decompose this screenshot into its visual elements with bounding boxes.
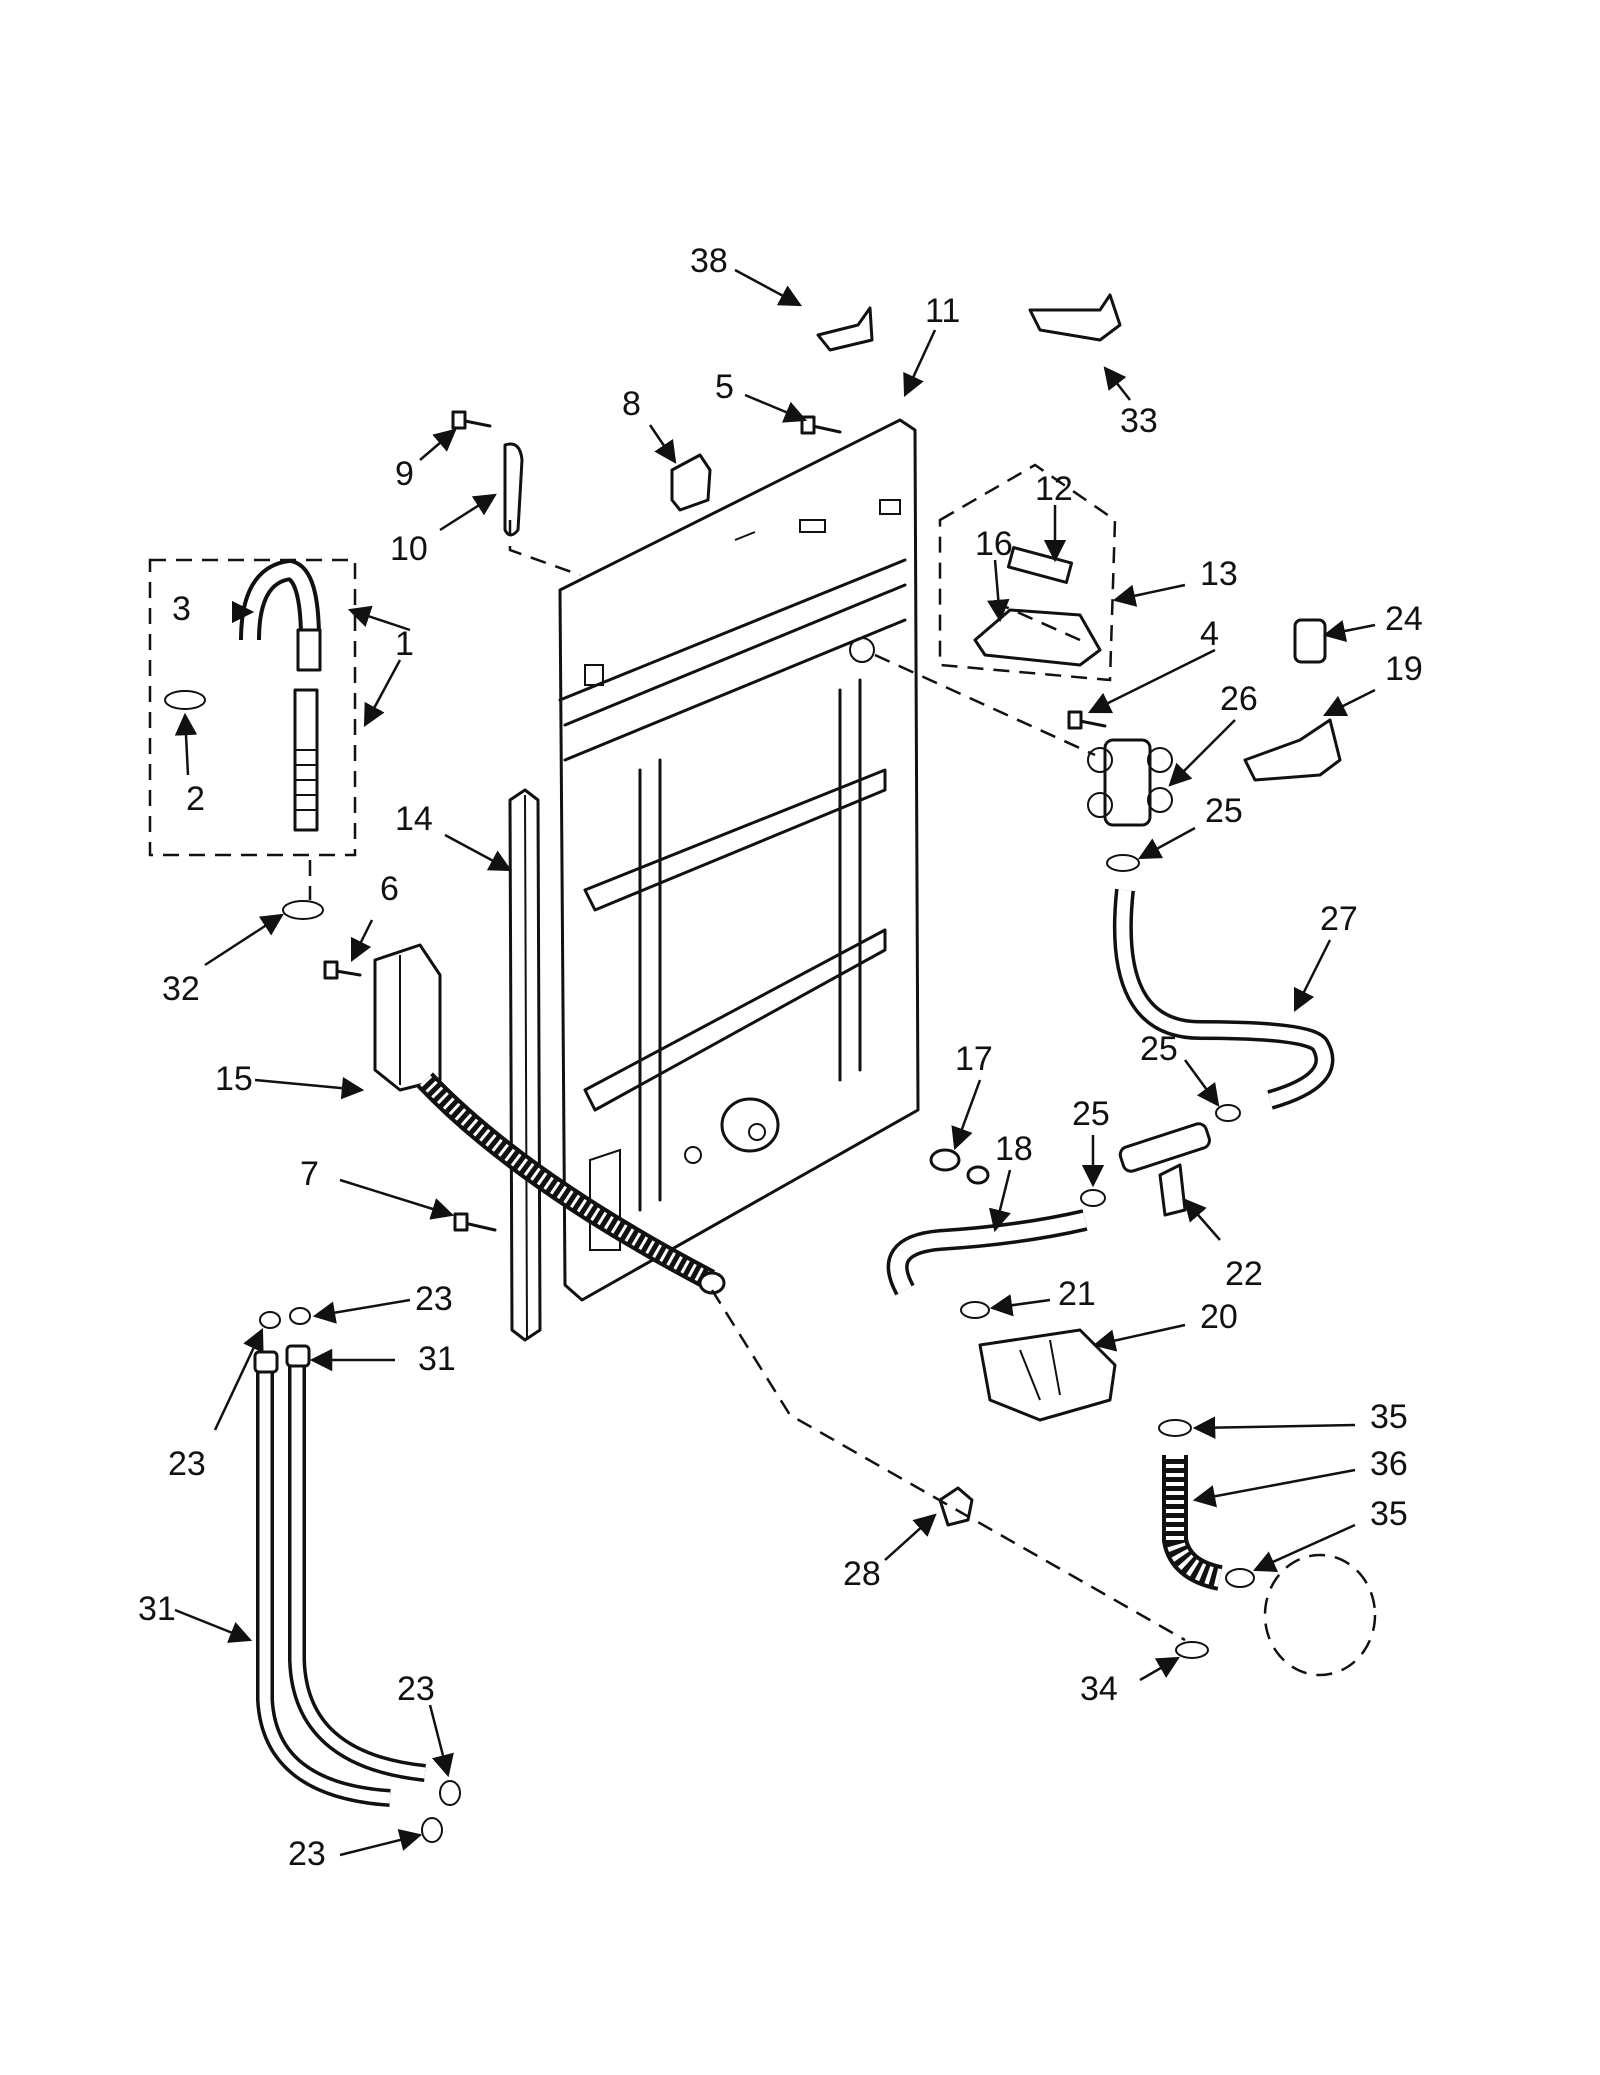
callout-12: 12 [1035,470,1073,508]
callout-14: 14 [395,800,433,838]
air-dome [978,1328,1117,1422]
callout-1: 1 [395,625,414,663]
callout-31: 31 [418,1340,456,1378]
callout-33: 33 [1120,402,1158,440]
callout-32: 32 [162,970,200,1008]
callout-23: 23 [168,1445,206,1483]
rear-panel [558,418,920,1302]
callout-26: 26 [1220,680,1258,718]
callout-35: 35 [1370,1495,1408,1533]
callout-18: 18 [995,1130,1033,1168]
callout-11: 11 [925,292,960,330]
callout-7: 7 [300,1155,319,1193]
callout-5: 5 [715,368,734,406]
callout-6: 6 [380,870,399,908]
callout-22: 22 [1225,1255,1263,1293]
callout-28: 28 [843,1555,881,1593]
inlet-hose [886,1209,1088,1296]
callout-9: 9 [395,455,414,493]
callout-3: 3 [172,590,191,628]
callout-23: 23 [397,1670,435,1708]
callout-20: 20 [1200,1298,1238,1336]
callout-23: 23 [415,1280,453,1318]
fill-hose [1112,888,1335,1110]
drain-hose-corrugated [417,1072,726,1295]
callout-25: 25 [1205,792,1243,830]
callout-34: 34 [1080,1670,1118,1708]
callouts: 38 11 33 5 8 9 10 12 16 13 24 4 19 26 25… [138,242,1423,1873]
small-parts [282,293,1342,1659]
water-valve [1087,738,1173,827]
callout-16: 16 [975,525,1013,563]
callout-15: 15 [215,1060,253,1098]
callout-25: 25 [1072,1095,1110,1133]
callout-25: 25 [1140,1030,1178,1068]
vertical-brace [508,788,542,1342]
callout-8: 8 [622,385,641,423]
callout-17: 17 [955,1040,993,1078]
callout-2: 2 [186,780,205,818]
callout-27: 27 [1320,900,1358,938]
callout-36: 36 [1370,1445,1408,1483]
hose-connector [1118,1122,1211,1217]
hose-bracket [373,943,442,1092]
callout-21: 21 [1058,1275,1096,1313]
callout-23: 23 [288,1835,326,1873]
callout-38: 38 [690,242,728,280]
callout-4: 4 [1200,615,1219,653]
callout-35: 35 [1370,1398,1408,1436]
callout-19: 19 [1385,650,1423,688]
pump-hose [1162,1455,1377,1677]
control-bracket-kit [938,463,1117,682]
callout-31: 31 [138,1590,176,1628]
callout-24: 24 [1385,600,1423,638]
inlet-hoses [253,1307,461,1843]
callout-10: 10 [390,530,428,568]
callout-13: 13 [1200,555,1238,593]
